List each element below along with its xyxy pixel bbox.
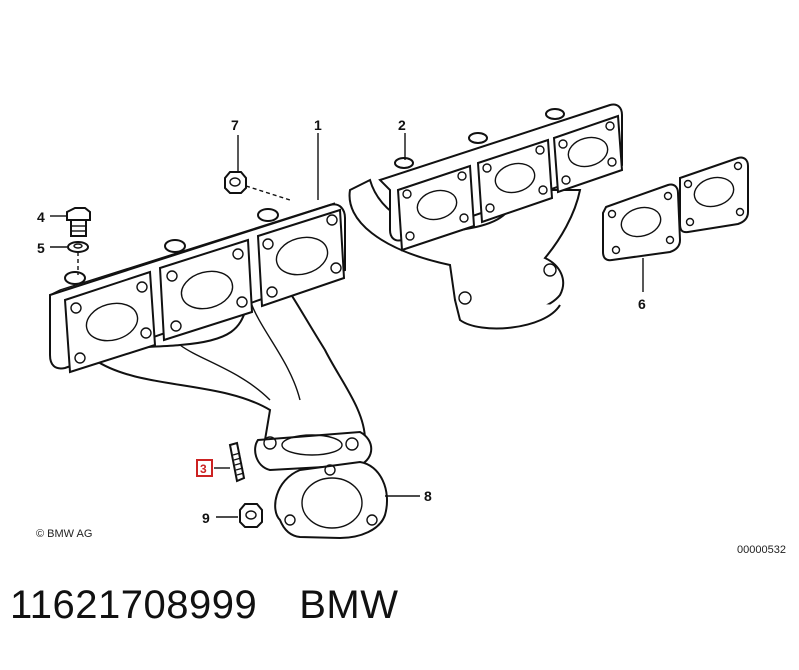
callout-9[interactable]: 9: [202, 510, 210, 526]
drawing-number: 00000532: [737, 544, 786, 556]
stud-bolt[interactable]: [228, 441, 246, 483]
hex-nut-top[interactable]: [224, 171, 247, 194]
callout-2[interactable]: 2: [398, 117, 406, 133]
part-caption: 11621708999 BMW: [10, 583, 399, 628]
part-number: 11621708999: [10, 583, 258, 627]
copyright-label: © BMW AG: [36, 528, 92, 540]
manifold-gasket-pair[interactable]: [602, 156, 749, 262]
callout-1[interactable]: 1: [314, 117, 322, 133]
hex-nut-bottom[interactable]: [239, 503, 263, 528]
callout-8[interactable]: 8: [424, 488, 432, 504]
hex-bolt[interactable]: [66, 207, 91, 237]
front-exhaust-manifold[interactable]: [49, 202, 373, 472]
washer[interactable]: [67, 241, 89, 253]
callout-7[interactable]: 7: [231, 117, 239, 133]
rear-exhaust-manifold[interactable]: [348, 103, 624, 330]
downpipe-gasket[interactable]: [274, 460, 388, 540]
callout-4[interactable]: 4: [37, 209, 45, 225]
callout-3-label: 3: [200, 462, 207, 476]
brand-name: BMW: [299, 583, 399, 627]
highlighted-callout-3[interactable]: 3: [196, 459, 213, 477]
callout-5[interactable]: 5: [37, 240, 45, 256]
callout-6[interactable]: 6: [638, 296, 646, 312]
leader-lines: [50, 133, 644, 518]
